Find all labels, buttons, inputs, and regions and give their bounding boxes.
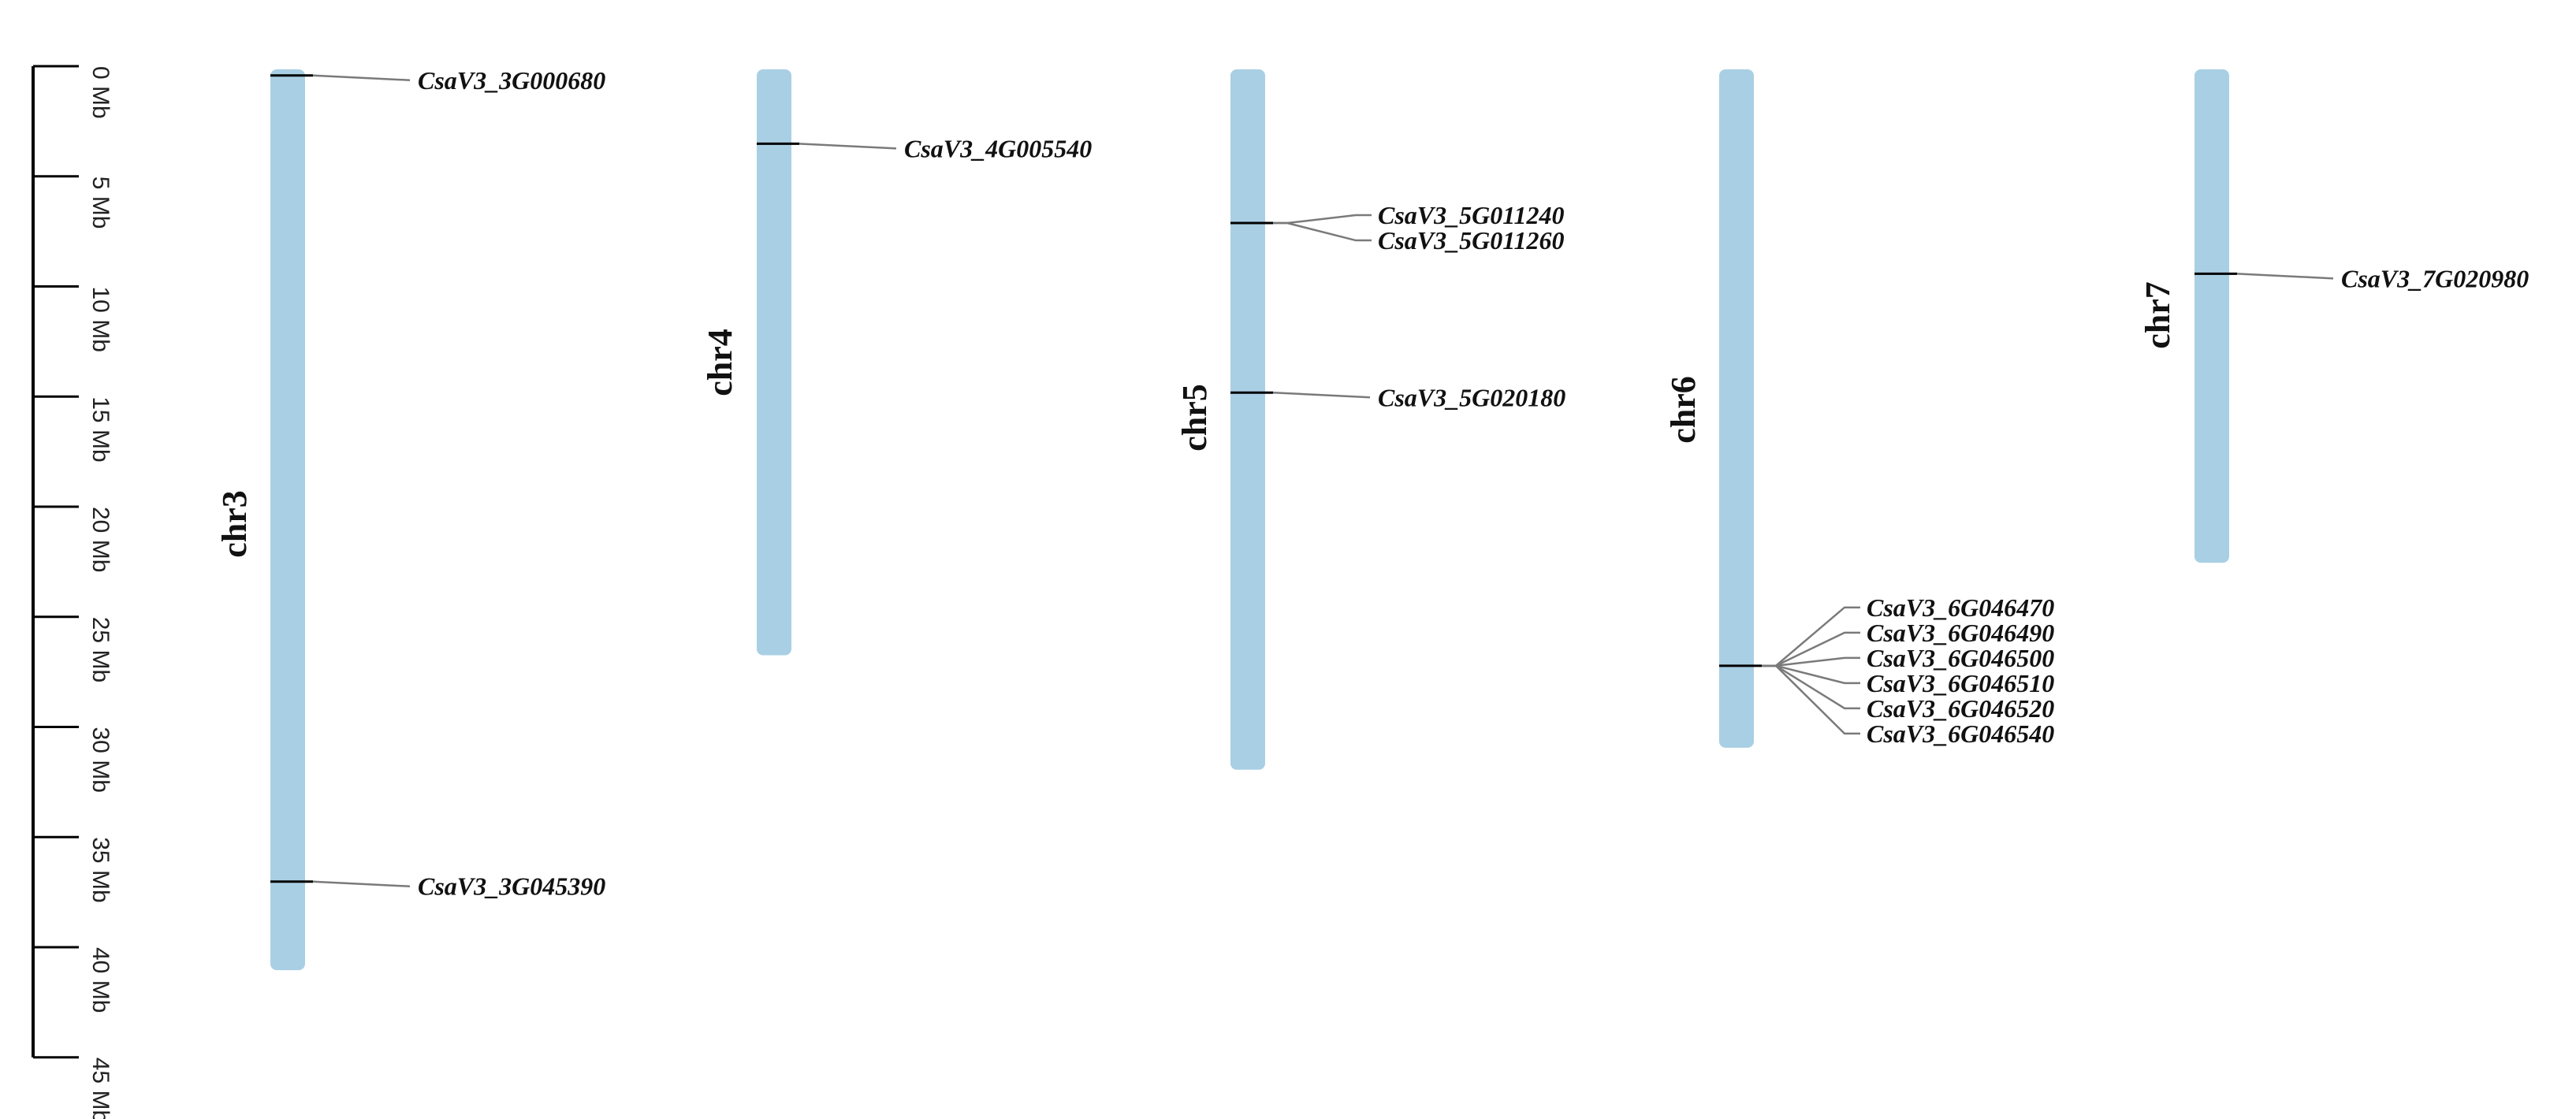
chr3-bar <box>270 69 305 971</box>
chromosome-chr6: chr6CsaV3_6G046470CsaV3_6G046490CsaV3_6G… <box>1664 69 2054 748</box>
gene-label: CsaV3_6G046490 <box>1867 619 2054 647</box>
gene-label: CsaV3_3G045390 <box>418 872 605 901</box>
chromosomes: chr3CsaV3_3G000680CsaV3_3G045390chr4CsaV… <box>215 66 2529 971</box>
chr7-label: chr7 <box>2139 281 2177 349</box>
gene-connector <box>1272 392 1371 399</box>
gene-label: CsaV3_6G046510 <box>1867 669 2054 697</box>
gene-connector <box>798 143 897 150</box>
gene-connector <box>2236 273 2334 280</box>
gene-label: CsaV3_4G005540 <box>904 134 1092 162</box>
tick-label: 45 Mb <box>87 1058 114 1119</box>
chromosome-chr4: chr4 CsaV3_4G005540 <box>701 69 1092 656</box>
chr6-label: chr6 <box>1664 376 1703 444</box>
gene-connector <box>312 74 411 82</box>
chr5-bar <box>1230 69 1265 770</box>
tick-label: 20 Mb <box>87 507 114 572</box>
gene-label: CsaV3_7G020980 <box>2341 264 2529 292</box>
gene-label: CsaV3_6G046500 <box>1867 644 2054 672</box>
tick-label: 25 Mb <box>87 617 114 682</box>
tick-label: 5 Mb <box>87 177 114 229</box>
gene-label: CsaV3_5G011260 <box>1378 226 1564 255</box>
chromosome-chr5: chr5 CsaV3_5G011240CsaV3_5G011260CsaV3_5G… <box>1175 69 1565 770</box>
chromosome-chr7: chr7 CsaV3_7G020980 <box>2139 69 2529 563</box>
chr3-label: chr3 <box>215 490 254 558</box>
tick-label: 40 Mb <box>87 947 114 1013</box>
chr4-label: chr4 <box>701 329 739 396</box>
tick-label: 30 Mb <box>87 727 114 793</box>
tick-label: 15 Mb <box>87 396 114 462</box>
tick-label: 10 Mb <box>87 287 114 352</box>
gene-connector <box>1762 664 1860 710</box>
chr5-label: chr5 <box>1175 384 1214 452</box>
gene-connector <box>312 880 411 887</box>
gene-label: CsaV3_5G011240 <box>1378 201 1564 229</box>
scale-axis: 0 Mb 5 Mb 10 Mb 15 Mb 20 Mb 25 Mb 30 Mb 35 Mb 40… <box>32 65 114 1119</box>
gene-label: CsaV3_5G020180 <box>1378 383 1565 411</box>
gene-label: CsaV3_6G046470 <box>1867 593 2054 622</box>
chr6-bar <box>1719 69 1754 748</box>
tick-label: 0 Mb <box>87 66 114 119</box>
gene-label: CsaV3_3G000680 <box>418 66 605 95</box>
chr7-bar <box>2194 69 2229 563</box>
chr4-bar <box>757 69 791 656</box>
gene-label: CsaV3_6G046520 <box>1867 694 2054 723</box>
gene-connector <box>1762 664 1860 685</box>
tick-label: 35 Mb <box>87 837 114 902</box>
gene-connector <box>1273 221 1372 242</box>
gene-label: CsaV3_6G046540 <box>1867 719 2054 748</box>
gene-connector <box>1762 664 1860 735</box>
gene-connector <box>1273 214 1372 225</box>
